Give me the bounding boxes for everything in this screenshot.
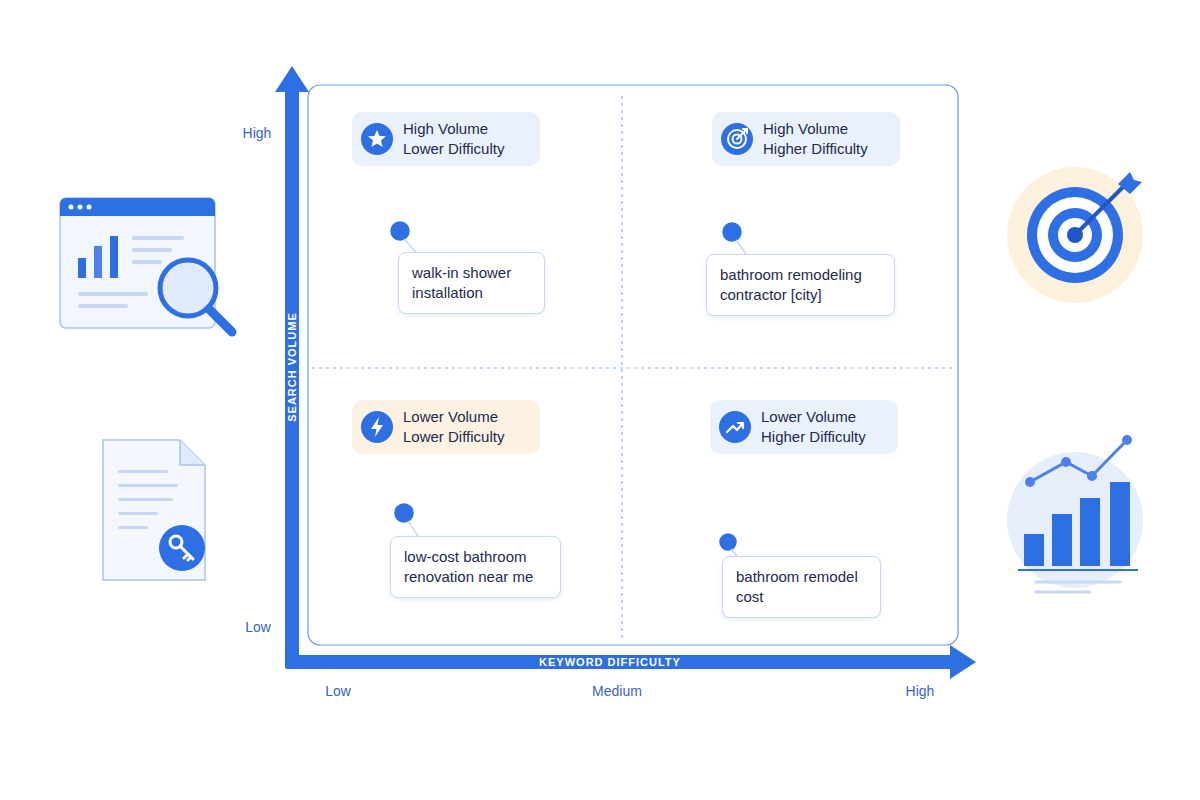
callout-dots <box>391 222 746 556</box>
keyword-callout: bathroom remodel cost <box>722 556 881 618</box>
quadrant-title: Lower Volume Higher Difficulty <box>761 407 883 447</box>
axis-arrow <box>950 645 976 679</box>
y-axis <box>285 86 299 669</box>
quadrant-icon <box>361 123 393 155</box>
quadrant-icon <box>719 411 751 443</box>
quadrant-icon <box>361 411 393 443</box>
quadrant-title: High Volume Lower Difficulty <box>403 119 525 159</box>
quadrant-header: High Volume Higher Difficulty <box>712 112 900 166</box>
axis-title: KEYWORD DIFFICULTY <box>539 656 681 668</box>
keyword-callout: walk-in shower installation <box>398 252 545 314</box>
growth-chart-icon <box>1007 435 1143 592</box>
axis-tick-label: Low <box>245 619 271 635</box>
x-axis <box>285 655 955 669</box>
axis-arrow <box>275 66 309 92</box>
axis-tick-label: Medium <box>592 683 642 699</box>
quadrant-title: Lower Volume Lower Difficulty <box>403 407 525 447</box>
chart-panel <box>308 85 958 645</box>
keyword-text: low-cost bathroom renovation near me <box>404 547 546 587</box>
keyword-text: walk-in shower installation <box>412 263 530 303</box>
document-key-icon <box>103 440 205 580</box>
axis-tick-label: Low <box>325 683 351 699</box>
keyword-text: bathroom remodel cost <box>736 567 866 607</box>
quadrant-divider <box>312 367 955 368</box>
quadrant-icon <box>721 123 753 155</box>
quadrant-header: High Volume Lower Difficulty <box>352 112 540 166</box>
quadrant-header: Lower Volume Higher Difficulty <box>710 400 898 454</box>
axis-title: SEARCH VOLUME <box>286 312 298 422</box>
axis-tick-label: High <box>906 683 935 699</box>
axis-tick-label: High <box>243 125 272 141</box>
quadrant-header: Lower Volume Lower Difficulty <box>352 400 540 454</box>
keyword-callout: bathroom remodeling contractor [city] <box>706 254 895 316</box>
target-icon <box>1007 167 1143 303</box>
quadrant-divider <box>621 96 622 642</box>
analytics-icon <box>60 198 232 332</box>
keyword-text: bathroom remodeling contractor [city] <box>720 265 880 305</box>
keyword-callout: low-cost bathroom renovation near me <box>390 536 561 598</box>
quadrant-title: High Volume Higher Difficulty <box>763 119 885 159</box>
